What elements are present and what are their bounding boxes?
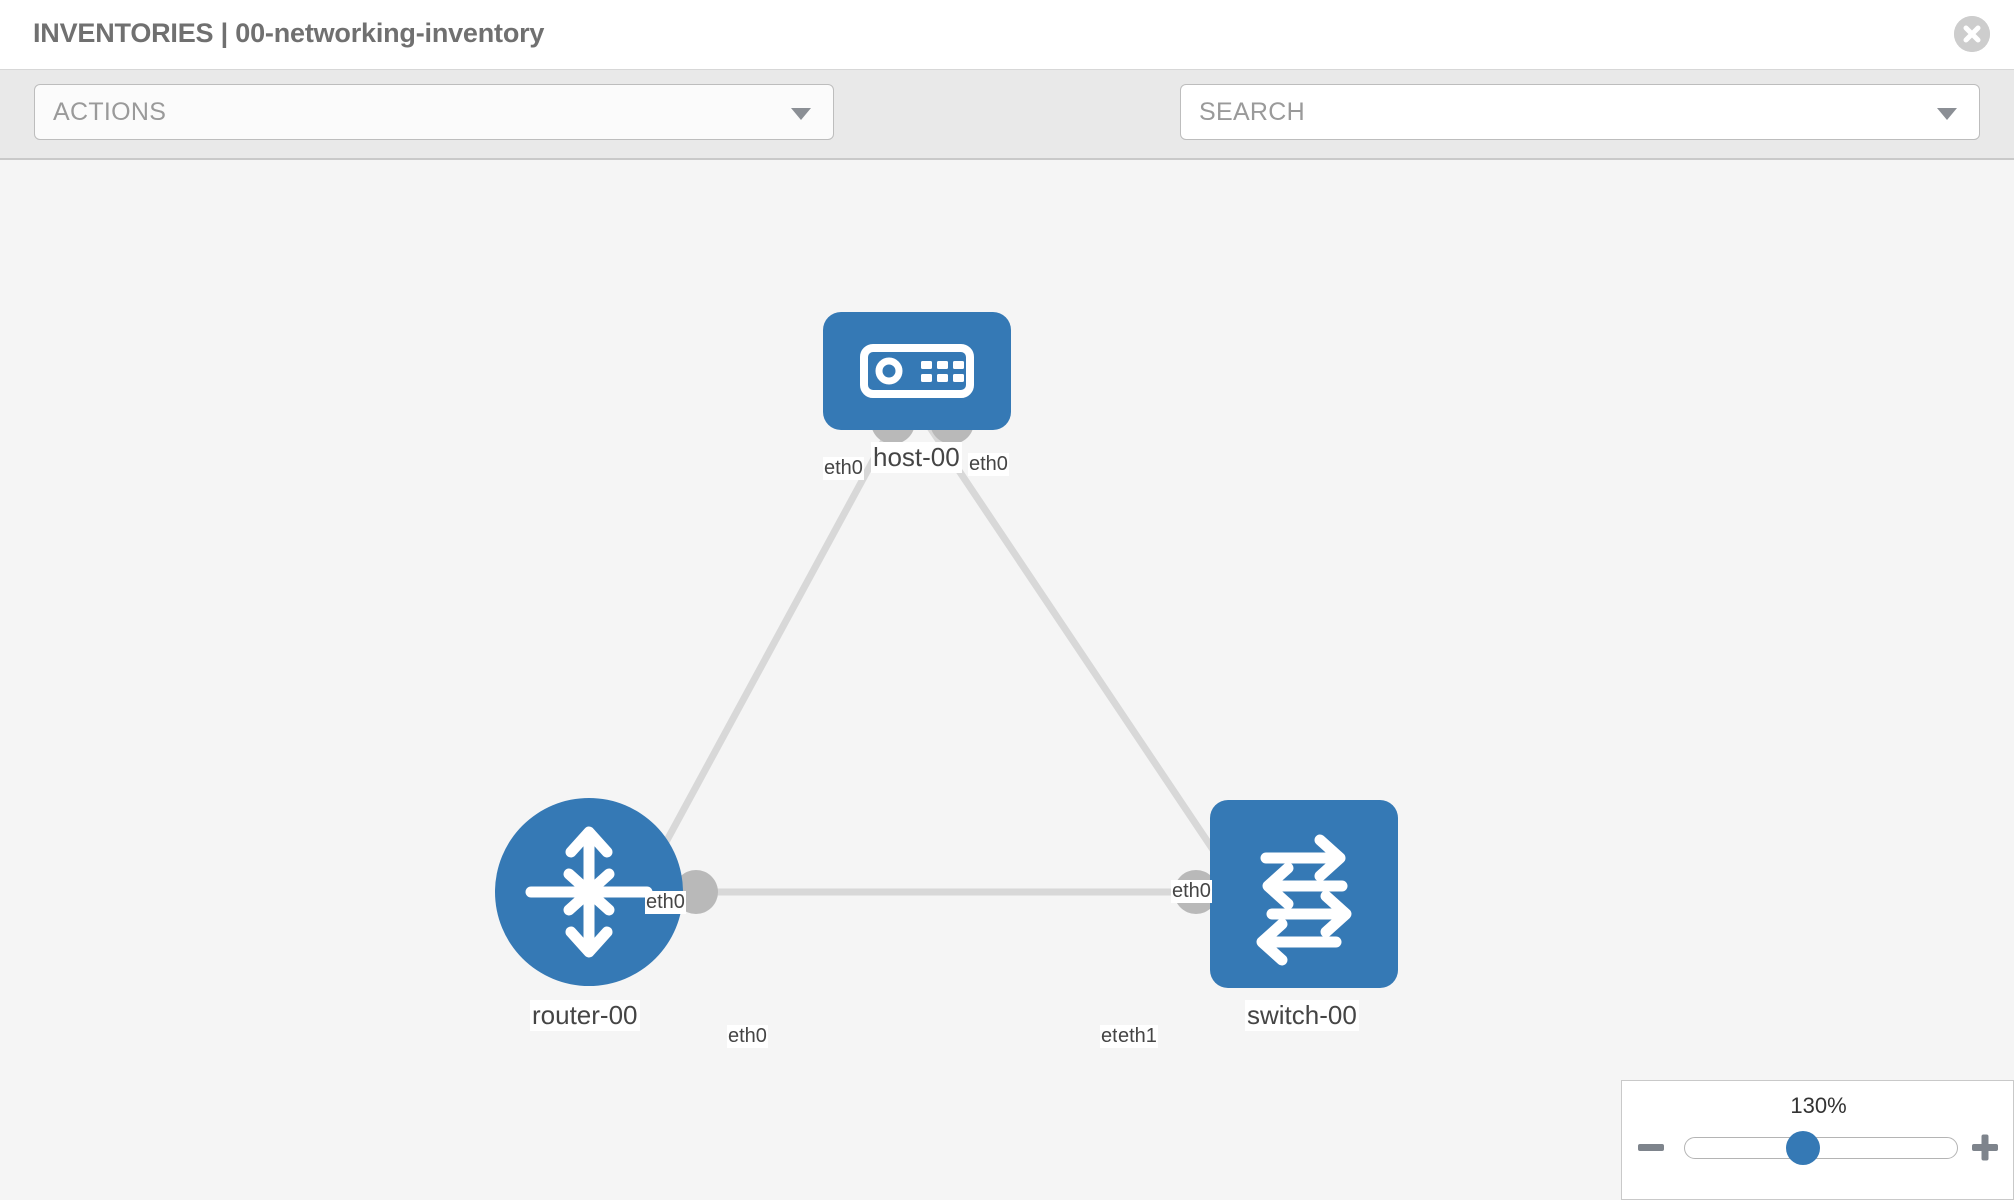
topology-canvas[interactable]: host-00 eth0 eth0 <box>0 160 2014 1200</box>
zoom-slider-thumb[interactable] <box>1786 1131 1820 1165</box>
page-title: INVENTORIES | 00-networking-inventory <box>33 18 545 48</box>
chevron-down-icon <box>791 108 811 120</box>
zoom-level-value: 130% <box>1790 1093 1847 1118</box>
switch-arrows-icon <box>1256 834 1352 966</box>
toolbar: ACTIONS <box>0 70 2014 199</box>
server-icon <box>860 344 974 398</box>
link-host-router <box>636 418 899 892</box>
router-arrows-icon <box>525 826 653 958</box>
chevron-down-icon <box>1937 108 1957 120</box>
port-label-host-right: eth0 <box>968 453 1009 476</box>
page-header: INVENTORIES | 00-networking-inventory <box>0 0 2014 70</box>
search-placeholder: SEARCH <box>1199 98 1305 126</box>
port-label-router-up: eth0 <box>645 891 686 914</box>
zoom-control-panel: 130% <box>1621 1080 2014 1200</box>
actions-dropdown-label: ACTIONS <box>53 98 167 126</box>
close-icon[interactable] <box>1954 16 1990 52</box>
port-label-host-left: eth0 <box>823 457 864 480</box>
node-host-00[interactable] <box>823 312 1011 430</box>
port-label-router-right: eth0 <box>727 1025 768 1048</box>
port-label-switch-up: eth0 <box>1171 880 1212 903</box>
node-label-router-00: router-00 <box>530 1000 640 1031</box>
node-switch-00[interactable] <box>1210 800 1398 988</box>
node-label-host-00: host-00 <box>871 442 962 473</box>
node-label-switch-00: switch-00 <box>1245 1000 1359 1031</box>
zoom-slider-track[interactable] <box>1684 1137 1958 1159</box>
link-host-switch <box>922 418 1243 892</box>
port-label-switch-left-eth1: eth1 <box>1117 1025 1158 1048</box>
plus-icon[interactable] <box>1970 1133 2000 1163</box>
search-input[interactable]: SEARCH <box>1180 84 1980 140</box>
actions-dropdown[interactable]: ACTIONS <box>34 84 834 140</box>
minus-icon[interactable] <box>1636 1133 1666 1163</box>
